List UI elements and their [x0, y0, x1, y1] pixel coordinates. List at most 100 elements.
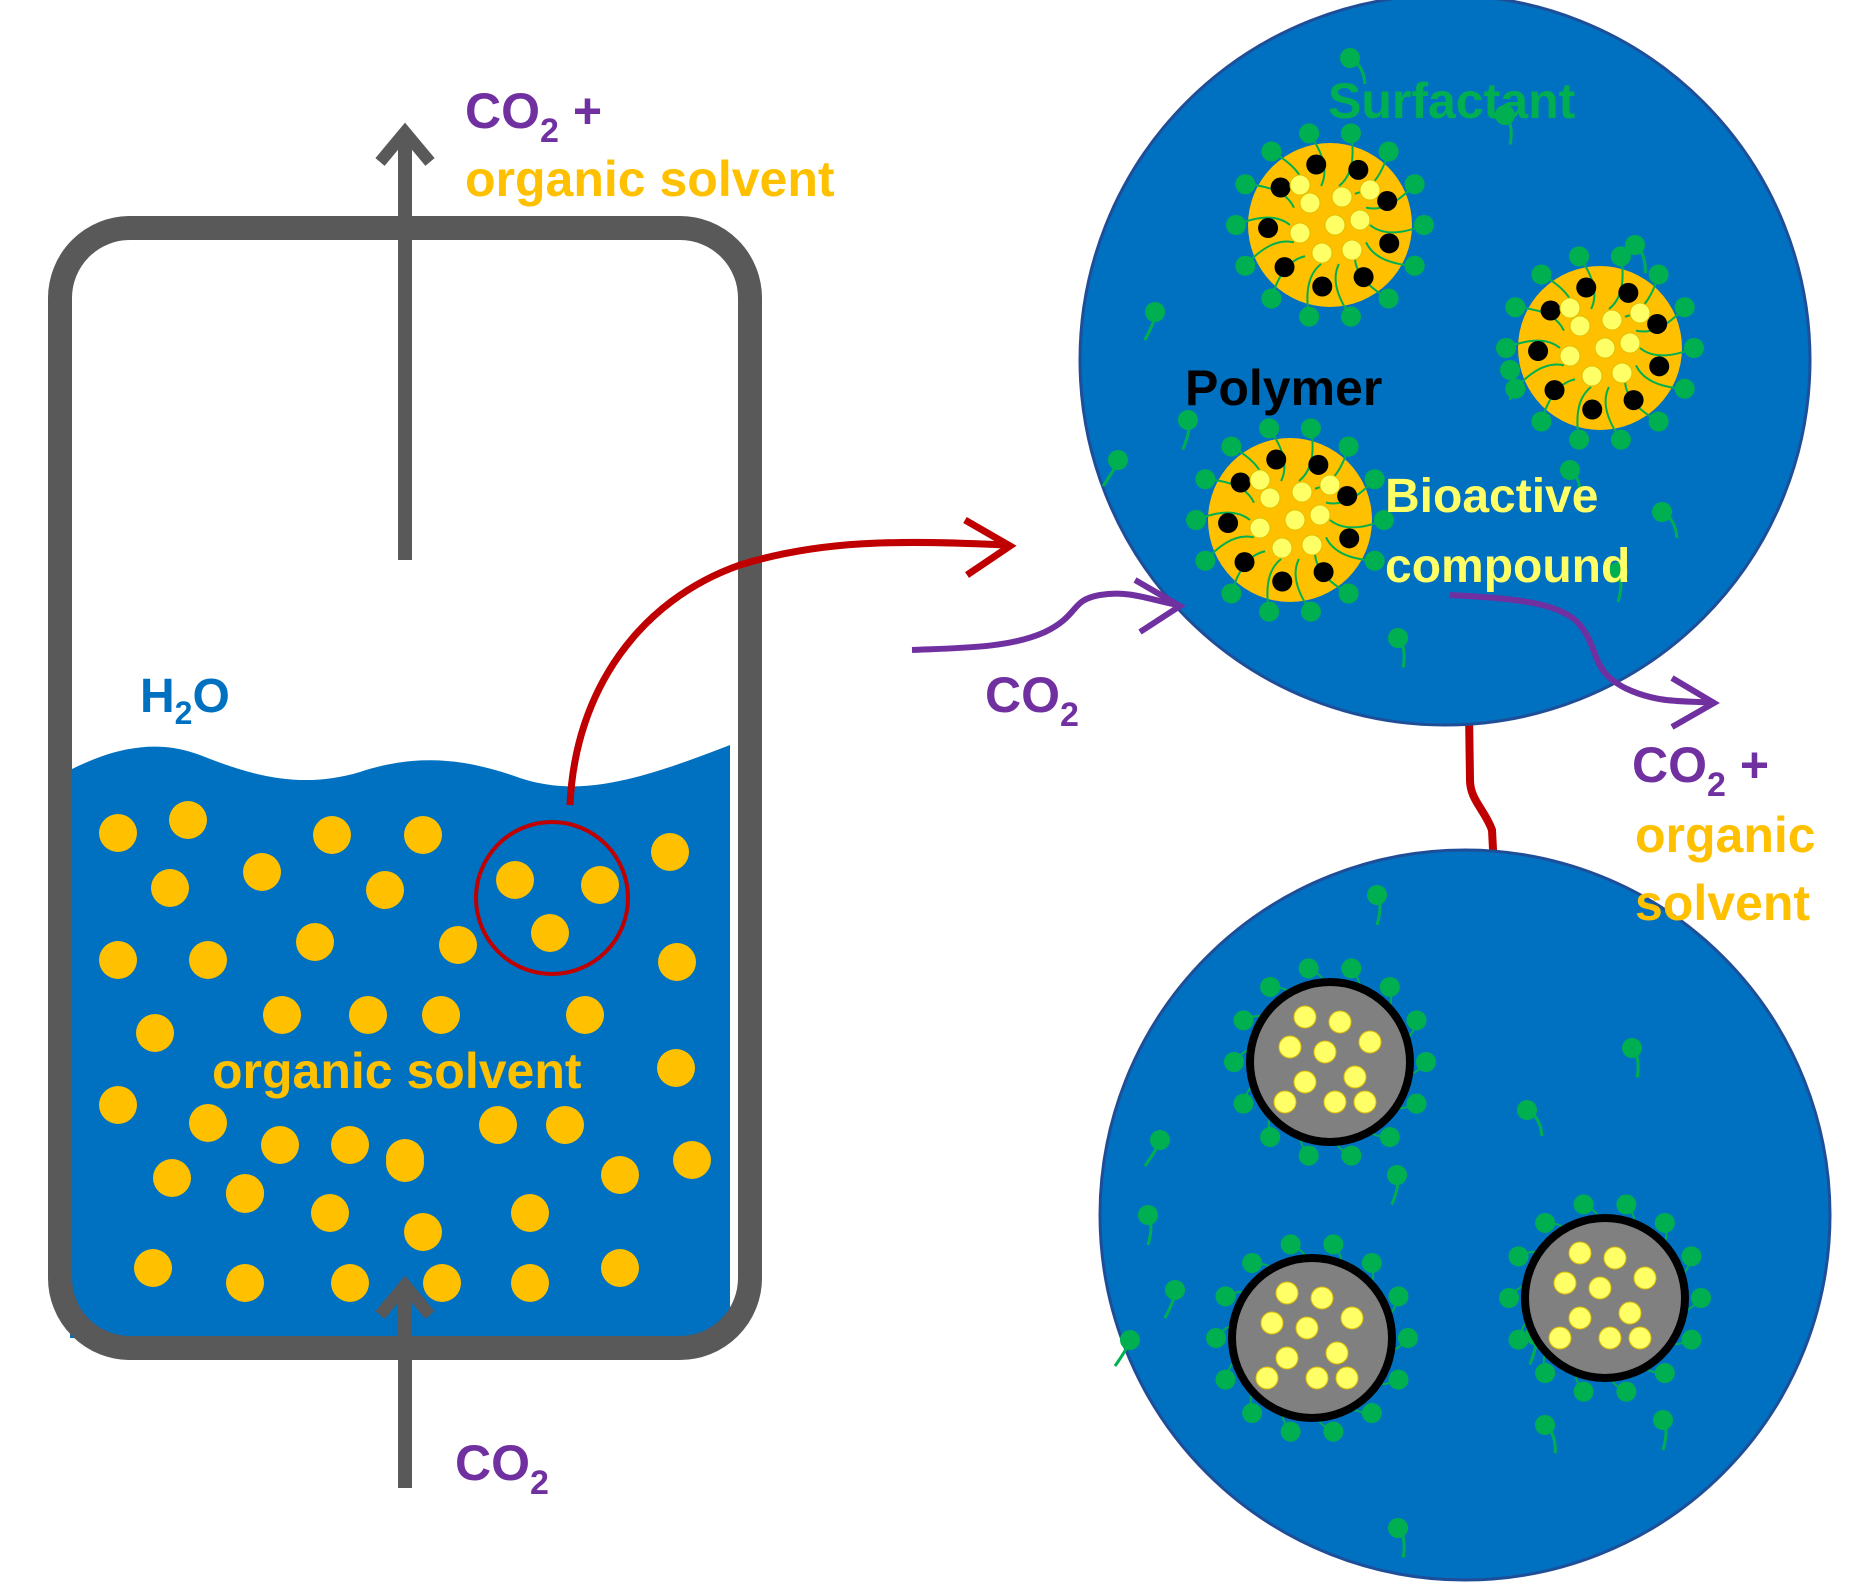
surfactant-head	[1388, 1369, 1409, 1390]
solvent-droplet	[581, 866, 619, 904]
polymer-dot	[1353, 267, 1374, 288]
solvent-droplet	[479, 1106, 517, 1144]
bioactive-dot	[1311, 242, 1333, 264]
bioactive-dot	[1299, 192, 1321, 214]
surfactant-head	[1361, 1252, 1382, 1273]
top-co2-label: CO2 +	[465, 83, 602, 150]
solvent-droplet	[136, 1014, 174, 1052]
polymer-dot	[1234, 552, 1255, 573]
surfactant-head	[1378, 141, 1399, 162]
surfactant-head	[1226, 215, 1246, 235]
surfactant-head	[1674, 297, 1695, 318]
surfactant-head	[1108, 450, 1128, 470]
surfactant-head	[1573, 1381, 1594, 1402]
surfactant-head	[1517, 1100, 1537, 1120]
surfactant-head	[1165, 1280, 1185, 1300]
surfactant-head	[1569, 429, 1590, 450]
surfactant-head	[1340, 306, 1361, 327]
polymer-dot	[1313, 562, 1334, 583]
surfactant-head	[1500, 360, 1520, 380]
solvent-droplet	[651, 833, 689, 871]
solvent-droplet	[331, 1126, 369, 1164]
surfactant-head	[1242, 1252, 1263, 1273]
solvent-droplet	[313, 816, 351, 854]
bioactive-dot	[1618, 1301, 1642, 1325]
surfactant-head	[1221, 583, 1242, 604]
bioactive-dot	[1271, 537, 1293, 559]
surfactant-head	[1406, 1093, 1427, 1114]
bioactive-dot	[1633, 1266, 1657, 1290]
surfactant-head	[1340, 48, 1360, 68]
bioactive-dot	[1319, 474, 1341, 496]
surfactant-head	[1531, 411, 1552, 432]
surfactant-head	[1616, 1381, 1637, 1402]
polymer-dot	[1576, 277, 1597, 298]
solvent-droplet	[566, 996, 604, 1034]
solvent-droplet	[404, 1213, 442, 1251]
solvent-droplet	[99, 1086, 137, 1124]
solvent-droplet	[546, 1106, 584, 1144]
surfactant-head	[1150, 1130, 1170, 1150]
surfactant-head	[1648, 264, 1669, 285]
bioactive-label-1: Bioactive	[1385, 470, 1598, 523]
bioactive-dot	[1598, 1326, 1622, 1350]
bioactive-dot	[1581, 365, 1603, 387]
surfactant-head	[1261, 141, 1282, 162]
polymer-label: Polymer	[1185, 360, 1382, 416]
surfactant-head	[1233, 1093, 1254, 1114]
surfactant-head	[1260, 976, 1281, 997]
surfactant-head	[1652, 502, 1672, 522]
solvent-droplet	[601, 1249, 639, 1287]
solvent-droplet	[386, 1144, 424, 1182]
bioactive-dot	[1335, 1366, 1359, 1390]
polymer-dot	[1337, 485, 1358, 506]
polymer-dot	[1618, 282, 1639, 303]
polymer-particle	[1499, 1194, 1711, 1402]
bioactive-dot	[1260, 1311, 1284, 1335]
surfactant-head	[1300, 601, 1321, 622]
solvent-droplet	[169, 801, 207, 839]
polymer-dot	[1312, 276, 1333, 297]
solvent-droplet	[189, 1104, 227, 1142]
surfactant-head	[1499, 1288, 1519, 1308]
solvent-droplet	[422, 996, 460, 1034]
surfactant-head	[1535, 1415, 1555, 1435]
bioactive-dot	[1301, 534, 1323, 556]
surfactant-head	[1654, 1212, 1675, 1233]
polymer-dot	[1270, 177, 1291, 198]
surfactant-head	[1259, 601, 1280, 622]
surfactant-head	[1367, 885, 1387, 905]
emulsion-droplets	[1186, 123, 1704, 622]
emulsion-droplet	[1186, 418, 1394, 622]
surfactant-head	[1648, 411, 1669, 432]
surfactant-head	[1414, 215, 1434, 235]
bioactive-dot	[1289, 174, 1311, 196]
surfactant-head	[1681, 1246, 1702, 1267]
polymer-dot	[1647, 313, 1668, 334]
middle-co2-label: CO2	[985, 667, 1079, 734]
bioactive-dot	[1249, 517, 1271, 539]
solvent-droplet	[511, 1194, 549, 1232]
free-surfactants	[1101, 48, 1679, 668]
bioactive-dot	[1331, 186, 1353, 208]
solvent-droplet	[263, 996, 301, 1034]
surfactant-head	[1610, 246, 1631, 267]
surfactant-head	[1221, 436, 1242, 457]
surfactant-head	[1338, 436, 1359, 457]
co2-inlet-arrow	[911, 577, 1186, 653]
surfactant-head	[1505, 378, 1526, 399]
inlet-arrow	[375, 1275, 435, 1488]
surfactant-head	[1364, 550, 1385, 571]
right-solvent-label-2: solvent	[1635, 875, 1810, 931]
polymer-dot	[1582, 399, 1603, 420]
surfactant-head	[1535, 1212, 1556, 1233]
right-co2-label: CO2 +	[1632, 737, 1769, 804]
bottom-co2-label: CO2	[455, 1435, 549, 1502]
surfactant-head	[1508, 1246, 1529, 1267]
bioactive-dot	[1559, 345, 1581, 367]
bioactive-dot	[1611, 362, 1633, 384]
polymer-dot	[1274, 257, 1295, 278]
co2-outlet-arrow	[1449, 592, 1720, 730]
polymer-dot	[1379, 233, 1400, 254]
